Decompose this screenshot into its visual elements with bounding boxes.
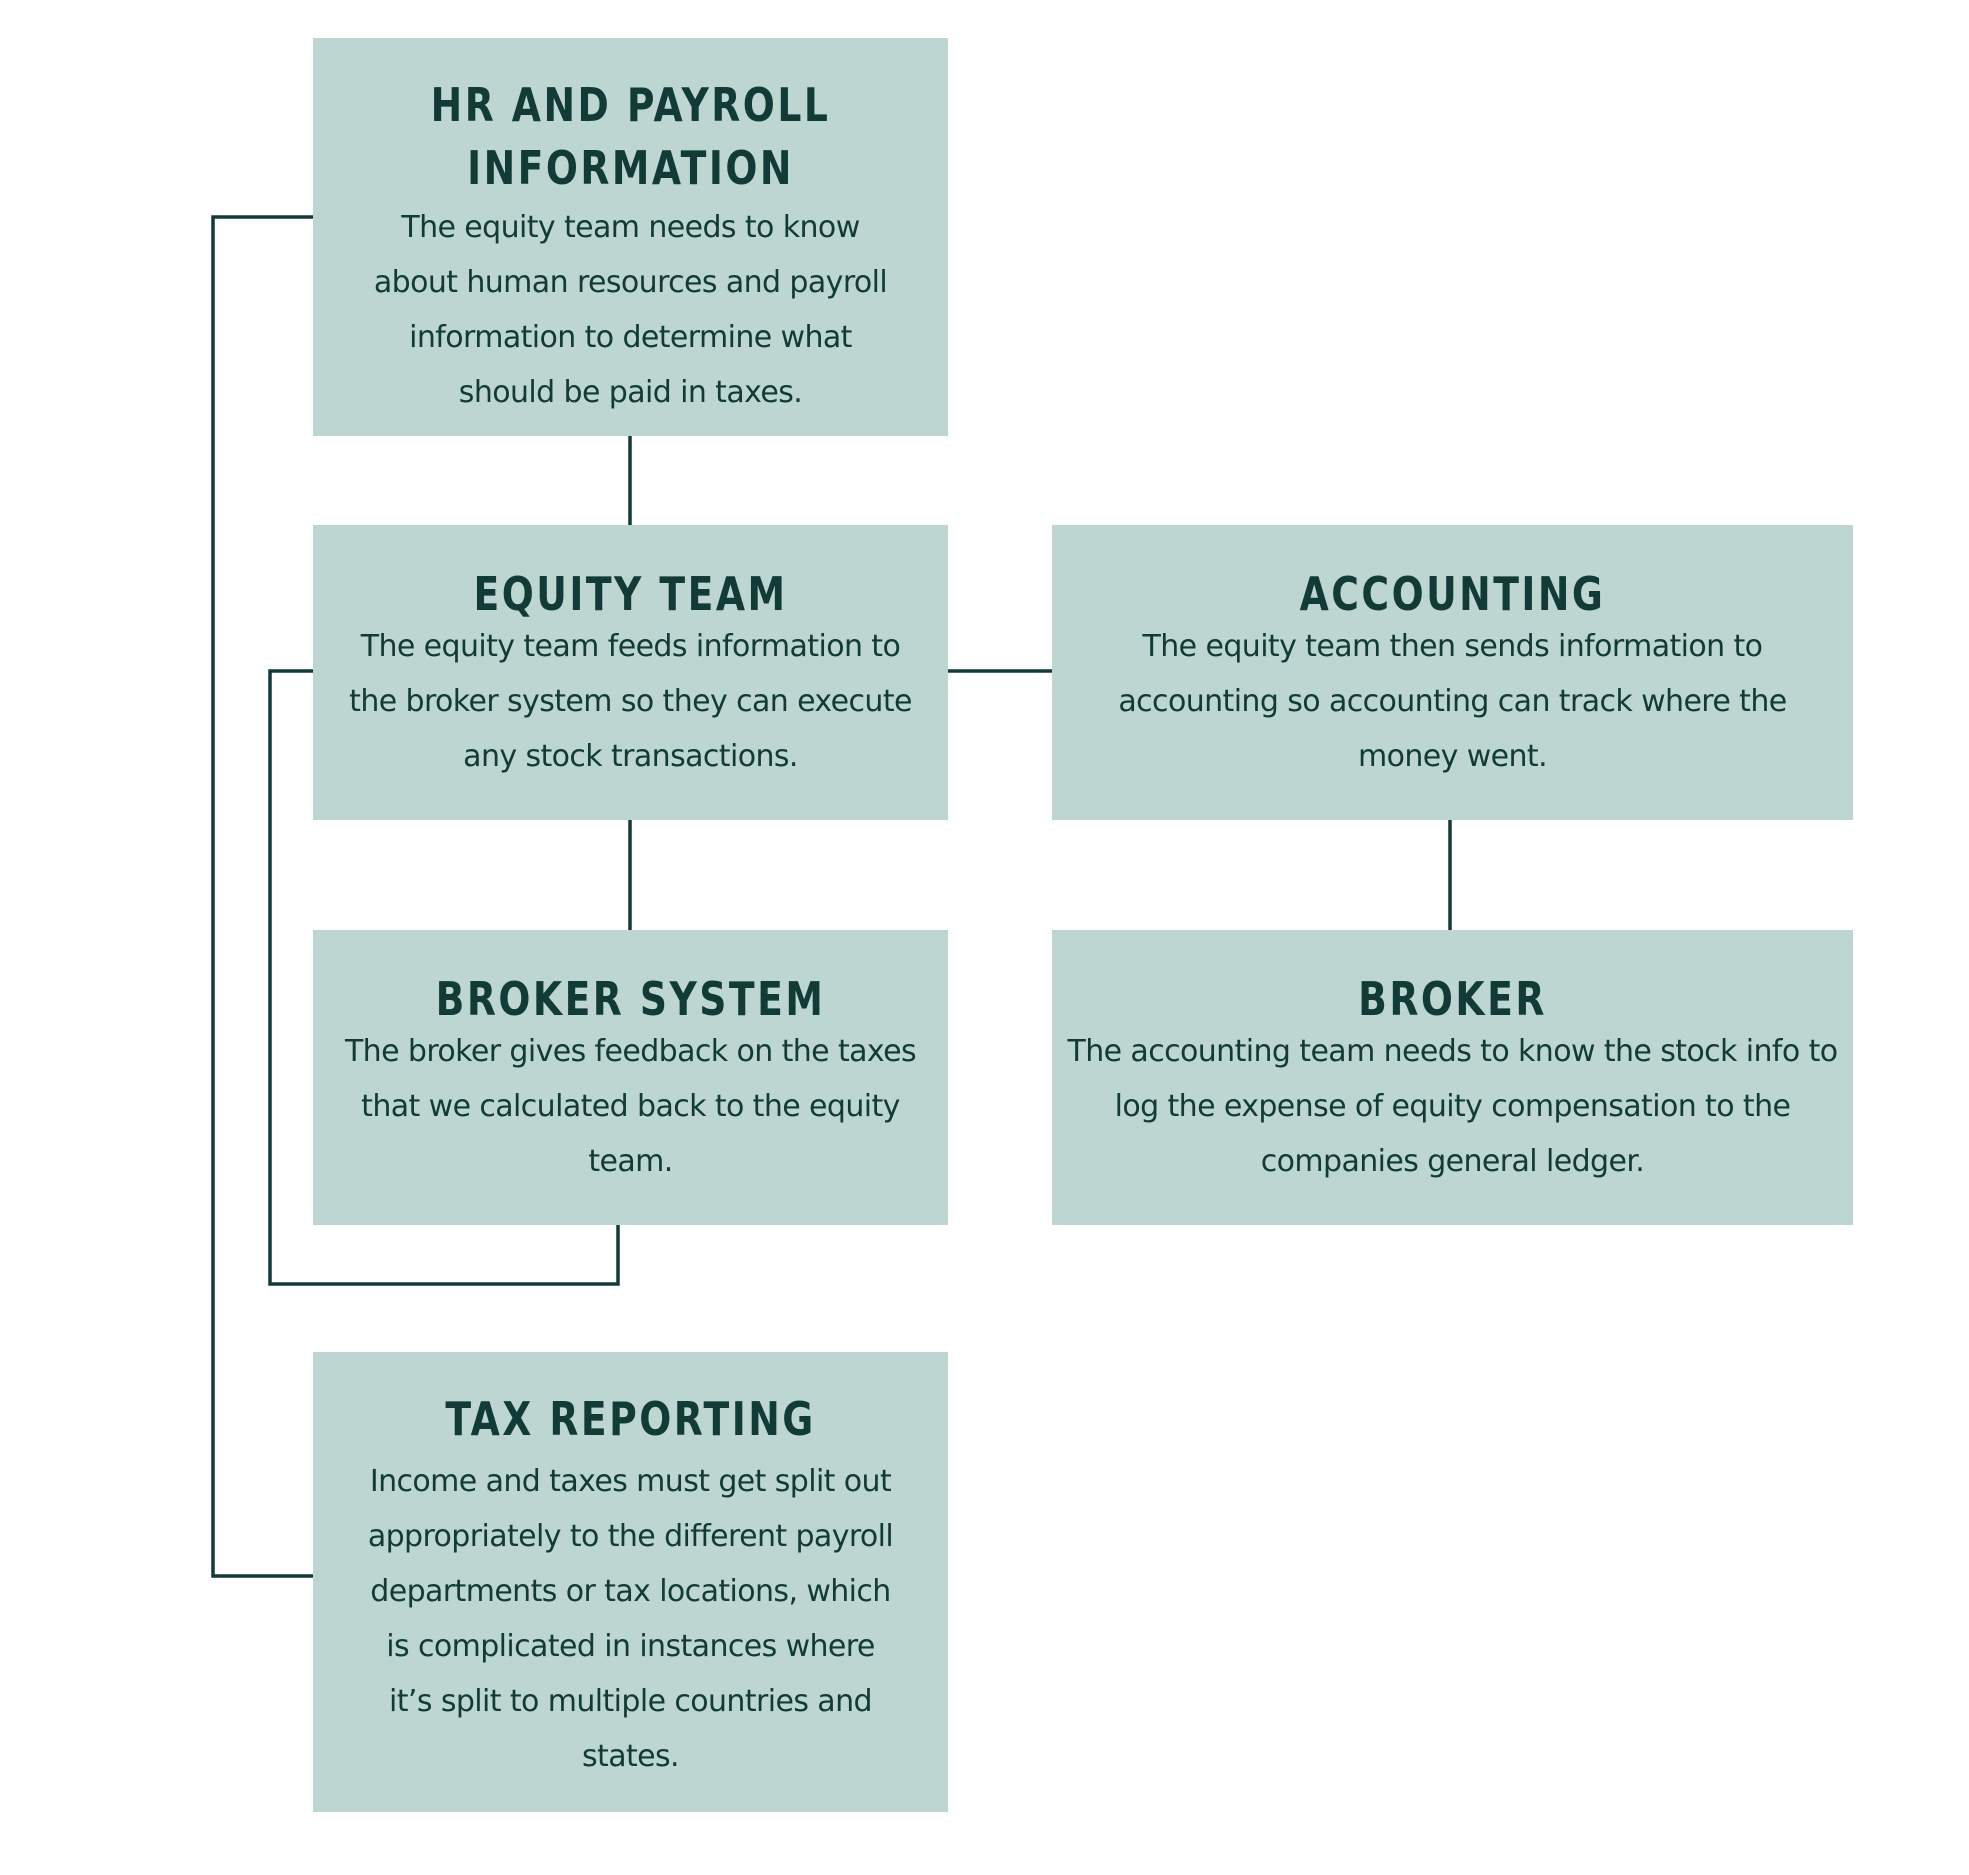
- node-tax-reporting: TAX REPORTING Income and taxes must get …: [313, 1352, 948, 1812]
- node-title: BROKER: [1358, 972, 1547, 1026]
- node-description: The equity team needs to know about huma…: [373, 210, 888, 410]
- node-description: The equity team then sends information t…: [1118, 629, 1787, 774]
- node-hr-payroll: HR AND PAYROLL INFORMATION The equity te…: [313, 38, 948, 436]
- node-title: TAX REPORTING: [445, 1392, 816, 1446]
- node-description: The accounting team needs to know the st…: [1067, 1034, 1839, 1179]
- node-title: EQUITY TEAM: [473, 567, 788, 621]
- node-equity-team: EQUITY TEAM The equity team feeds inform…: [313, 525, 948, 820]
- node-description: The broker gives feedback on the taxes t…: [344, 1034, 917, 1179]
- node-description: The equity team feeds information to the…: [349, 629, 912, 774]
- node-title: BROKER SYSTEM: [435, 972, 826, 1026]
- node-broker: BROKER The accounting team needs to know…: [1052, 930, 1853, 1225]
- node-broker-system: BROKER SYSTEM The broker gives feedback …: [313, 930, 948, 1225]
- node-title: ACCOUNTING: [1299, 567, 1606, 621]
- node-description: Income and taxes must get split out appr…: [367, 1464, 894, 1774]
- node-accounting: ACCOUNTING The equity team then sends in…: [1052, 525, 1853, 820]
- node-title: HR AND PAYROLL INFORMATION: [430, 78, 831, 195]
